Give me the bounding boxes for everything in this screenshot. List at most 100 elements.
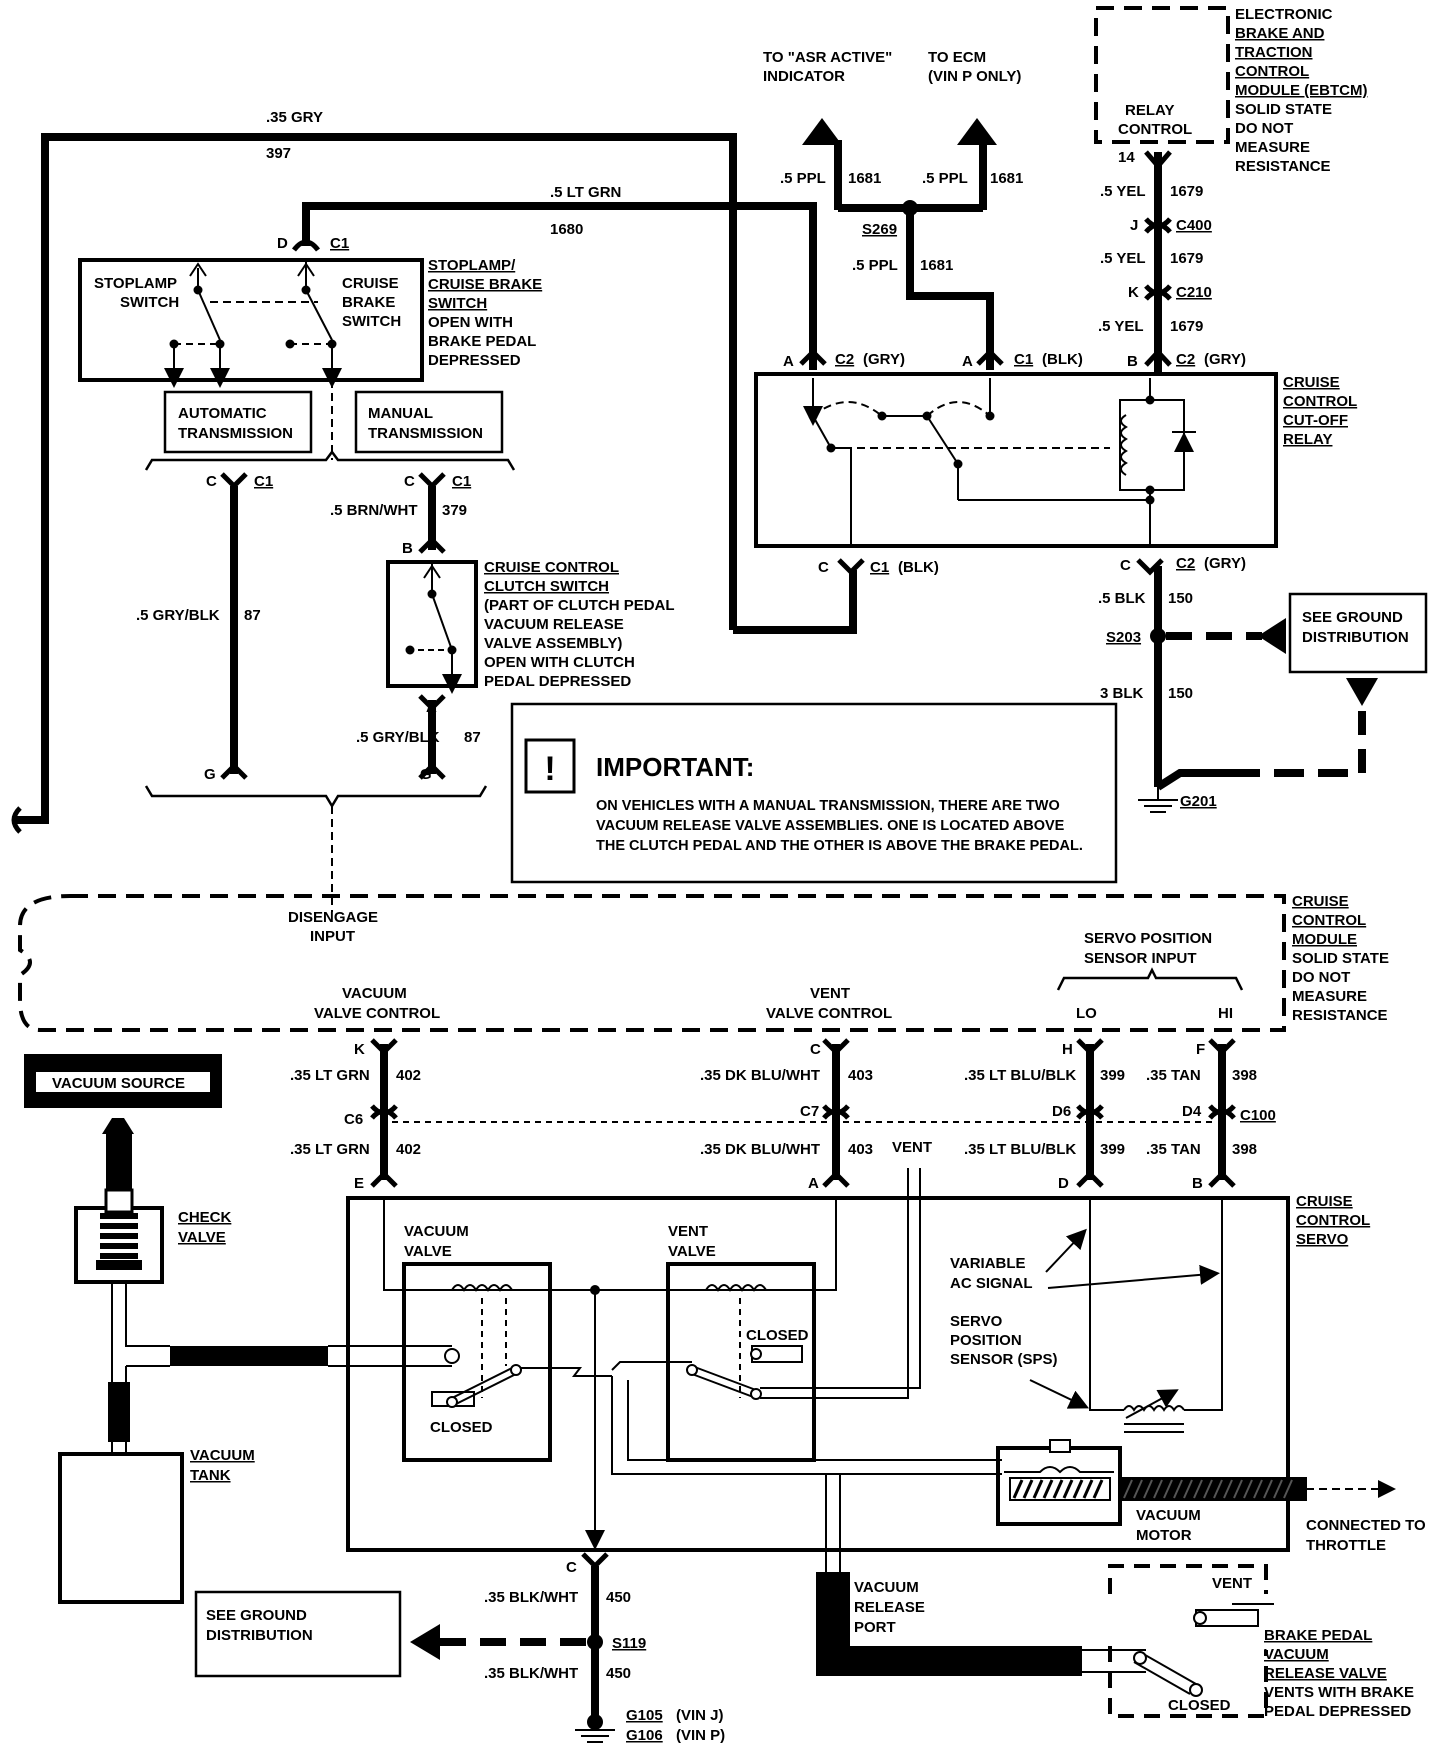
trans-pin-c-right: C [404, 473, 415, 490]
manual-label-2: TRANSMISSION [368, 425, 483, 442]
hi-label: HI [1218, 1005, 1233, 1022]
w399a-gauge: .35 LT BLU/BLK [964, 1067, 1076, 1084]
ebtcm-line-2: BRAKE AND [1235, 25, 1325, 42]
relay-control-label-2: CONTROL [1118, 121, 1192, 138]
clutch-title-5: VALVE ASSEMBLY) [484, 635, 622, 652]
disengage-label-1: DISENGAGE [288, 909, 378, 926]
clutch-title-6: OPEN WITH CLUTCH [484, 654, 635, 671]
check-valve-2: VALVE [178, 1229, 226, 1246]
brake-valve-2: VACUUM [1264, 1646, 1329, 1663]
sps-label-3: SENSOR (SPS) [950, 1351, 1058, 1368]
ccm-title-5: DO NOT [1292, 969, 1350, 986]
d4-label: D4 [1182, 1103, 1202, 1120]
vacuum-tank-2: TANK [190, 1467, 231, 1484]
w398b-gauge: .35 TAN [1146, 1141, 1201, 1158]
relay-c2-top: C2 [835, 351, 854, 368]
trans-pin-b: B [402, 540, 413, 557]
ground-g106-vin: (VIN P) [676, 1727, 725, 1744]
splice-s119: S119 [612, 1635, 646, 1652]
w87a-gauge: .5 GRY/BLK [136, 607, 220, 624]
w1679a-gauge: .5 YEL [1100, 183, 1146, 200]
pin-d-servo: D [1058, 1175, 1069, 1192]
brake-valve-3: RELEASE VALVE [1264, 1665, 1387, 1682]
relay-pin-a-c1: A [962, 353, 973, 370]
clutch-title-7: PEDAL DEPRESSED [484, 673, 631, 690]
vacuum-valve-label-1: VACUUM [404, 1223, 469, 1240]
brake-valve-5: PEDAL DEPRESSED [1264, 1703, 1411, 1720]
w399a-num: 399 [1100, 1067, 1125, 1084]
asr-label-2: INDICATOR [763, 68, 845, 85]
vacuum-valve-control-2: VALVE CONTROL [314, 1005, 440, 1022]
stoplamp-switch-label-1: STOPLAMP [94, 275, 177, 292]
ccm-title-4: SOLID STATE [1292, 950, 1389, 967]
cruise-cutoff-relay: CRUISE CONTROL CUT-OFF RELAY A C2 (GRY) … [754, 351, 1357, 576]
w1679a-num: 1679 [1170, 183, 1203, 200]
vacuum-tank-1: VACUUM [190, 1447, 255, 1464]
w398b-num: 398 [1232, 1141, 1257, 1158]
relay-title-4: RELAY [1283, 431, 1332, 448]
ccm-title-6: MEASURE [1292, 988, 1367, 1005]
w1680-num: 1680 [550, 221, 583, 238]
wire-397: .35 GRY 397 [11, 109, 857, 834]
trans-pin-g-right: G [420, 766, 432, 783]
c210: C210 [1176, 284, 1212, 301]
ground-g105-vin: (VIN J) [676, 1707, 724, 1724]
pin-f: F [1196, 1041, 1205, 1058]
important-line-1: ON VEHICLES WITH A MANUAL TRANSMISSION, … [596, 798, 1060, 814]
w398a-gauge: .35 TAN [1146, 1067, 1201, 1084]
vacuum-source-label: VACUUM SOURCE [52, 1075, 185, 1092]
w150a-gauge: .5 BLK [1098, 590, 1146, 607]
cruise-brake-label-2: BRAKE [342, 294, 395, 311]
important-heading: IMPORTANT: [596, 752, 754, 782]
pin-a-servo: A [808, 1175, 819, 1192]
w450a-gauge: .35 BLK/WHT [484, 1589, 578, 1606]
release-port-1: VACUUM [854, 1579, 919, 1596]
ebtcm-module: ELECTRONIC BRAKE AND TRACTION CONTROL MO… [1094, 6, 1367, 175]
c6-label: C6 [344, 1111, 363, 1128]
vacuum-motor-1: VACUUM [1136, 1507, 1201, 1524]
w450a-num: 450 [606, 1589, 631, 1606]
ground-g105: G105 [626, 1707, 663, 1724]
manual-label-1: MANUAL [368, 405, 433, 422]
w87b-gauge: .5 GRY/BLK [356, 729, 440, 746]
ecm-label-2: (VIN P ONLY) [928, 68, 1021, 85]
vent-valve-control-1: VENT [810, 985, 850, 1002]
variable-ac-2: AC SIGNAL [950, 1275, 1033, 1292]
stoplamp-title-4: OPEN WITH [428, 314, 513, 331]
release-port-2: RELEASE [854, 1599, 925, 1616]
sps-label-2: POSITION [950, 1332, 1022, 1349]
w150b-num: 150 [1168, 685, 1193, 702]
vent-valve-label-1: VENT [668, 1223, 708, 1240]
ebtcm-line-7: DO NOT [1235, 120, 1293, 137]
important-note: ! IMPORTANT: ON VEHICLES WITH A MANUAL T… [510, 702, 1118, 884]
relay-title-2: CONTROL [1283, 393, 1357, 410]
w402a-num: 402 [396, 1067, 421, 1084]
gd-bottom-line-1: SEE GROUND [206, 1607, 307, 1624]
servo-title-1: CRUISE [1296, 1193, 1353, 1210]
relay-title-3: CUT-OFF [1283, 412, 1348, 429]
w1679b-num: 1679 [1170, 250, 1203, 267]
stoplamp-title-1: STOPLAMP/ [428, 257, 516, 274]
wire-450: C .35 BLK/WHT 450 S119 .35 BLK/WHT 450 G… [194, 1552, 725, 1744]
w1679b-gauge: .5 YEL [1100, 250, 1146, 267]
w403a-gauge: .35 DK BLU/WHT [700, 1067, 820, 1084]
splice-s203: S203 [1106, 629, 1141, 646]
w398a-num: 398 [1232, 1067, 1257, 1084]
clutch-title-2: CLUTCH SWITCH [484, 578, 609, 595]
ebtcm-line-1: ELECTRONIC [1235, 6, 1333, 23]
relay-gry-top2: (GRY) [1204, 351, 1246, 368]
w1681c-num: 1681 [920, 257, 953, 274]
w399b-gauge: .35 LT BLU/BLK [964, 1141, 1076, 1158]
important-line-2: VACUUM RELEASE VALVE ASSEMBLIES. ONE IS … [596, 818, 1065, 834]
gd-top-line-2: DISTRIBUTION [1302, 629, 1409, 646]
ccm-title-3: MODULE [1292, 931, 1357, 948]
cruise-control-module: CRUISE CONTROL MODULE SOLID STATE DO NOT… [18, 893, 1389, 1032]
pin-h: H [1062, 1041, 1073, 1058]
ground-g106: G106 [626, 1727, 663, 1744]
relay-blk-bot: (BLK) [898, 559, 939, 576]
c400: C400 [1176, 217, 1212, 234]
brake-pedal-vacuum-release: VACUUM RELEASE PORT VENT CLOSED BRAKE PE… [816, 1564, 1414, 1720]
clutch-title-3: (PART OF CLUTCH PEDAL [484, 597, 675, 614]
